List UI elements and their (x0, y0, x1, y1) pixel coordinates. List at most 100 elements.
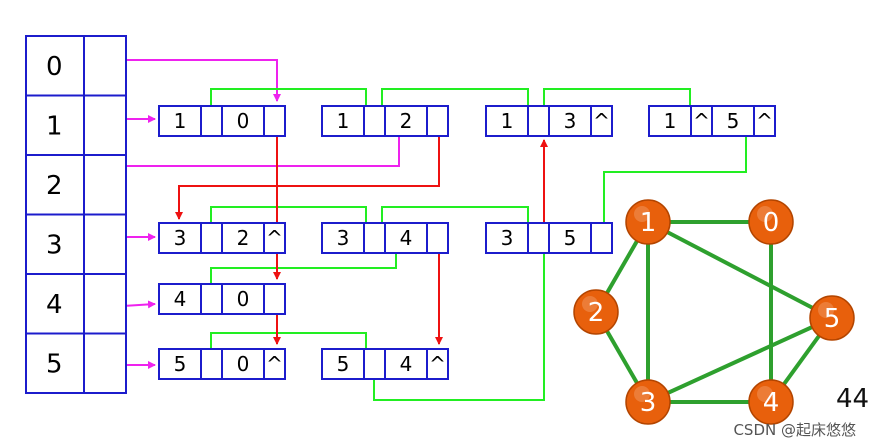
jlink-cell (426, 105, 449, 137)
jlink-cell (426, 222, 449, 254)
ilink-cell (527, 222, 550, 254)
graph-vertex-0: 0 (748, 199, 794, 245)
graph-vertex-label: 4 (763, 388, 780, 418)
jvex-cell-text: 0 (237, 109, 250, 133)
ilink-3-b (381, 206, 529, 223)
ivex-cell (158, 348, 202, 380)
jlink-cell-text: ^ (266, 226, 283, 250)
graph-vertex-label: 0 (763, 208, 780, 238)
jvex-cell (221, 222, 265, 254)
vertex-label: 2 (46, 171, 63, 201)
edge-node-1-5: 1^5^ (648, 105, 776, 137)
jvex-cell-text: 4 (400, 226, 413, 250)
firstedge-cell (83, 332, 127, 394)
ivex-cell-text: 3 (501, 226, 514, 250)
graph-edge-3-5 (647, 316, 833, 404)
jlink-cell (263, 283, 286, 315)
ivex-cell-text: 5 (174, 352, 187, 376)
jlink-12 (175, 135, 440, 220)
jvex-cell (384, 222, 428, 254)
vertex-label: 3 (46, 230, 63, 260)
jlink-cell (590, 105, 613, 137)
ivex-cell-text: 4 (174, 287, 187, 311)
graph-vertex-1: 1 (625, 199, 671, 245)
vertex-cell (25, 332, 85, 394)
jvex-cell-text: 0 (237, 352, 250, 376)
ivex-cell-text: 1 (174, 109, 187, 133)
jlink-54 (373, 253, 545, 401)
edge-node-1-3: 1 3 ^ (485, 105, 613, 137)
jvex-cell (548, 222, 592, 254)
vertex-table-row-3: 3 (25, 213, 127, 275)
jvex-cell (221, 348, 265, 380)
page-number: 44 (836, 384, 870, 414)
graph-vertex-label: 2 (588, 298, 605, 328)
jlink-cell-text: ^ (266, 352, 283, 376)
graph-vertex-label: 3 (640, 388, 657, 418)
ilink-cell (200, 105, 223, 137)
ilink-5-to-35 (603, 135, 747, 223)
vertex-table-row-1: 1 (25, 94, 127, 156)
graph-vertex-3: 3 (625, 379, 671, 425)
ivex-cell (158, 283, 202, 315)
ilink-cell (200, 283, 223, 315)
jlink-cell (263, 348, 286, 380)
vertex-table-row-2: 2 (25, 154, 127, 216)
ilink-cell (527, 105, 550, 137)
vertex-table-row-0: 0 (25, 35, 127, 97)
ivex-cell-text: 5 (337, 352, 350, 376)
ilink-cell (363, 105, 386, 137)
vertex-cell (25, 154, 85, 216)
ivex-cell-text: 1 (501, 109, 514, 133)
jvex-cell-text: 2 (400, 109, 413, 133)
ivex-cell-text: 3 (174, 226, 187, 250)
graph-edge-1-5 (647, 220, 833, 320)
ilink-cell (200, 348, 223, 380)
firstedge-link-2 (100, 135, 400, 167)
ilink-1-c (543, 88, 691, 106)
ilink-1-b (381, 88, 529, 106)
jlink-cell (590, 222, 613, 254)
vertex-cell (25, 94, 85, 156)
graph-vertex-2: 2 (573, 289, 619, 335)
jvex-cell-text: 5 (564, 226, 577, 250)
edge-node-5-4: 5 4 ^ (321, 348, 449, 380)
graph-vertex-label: 5 (824, 304, 841, 334)
firstedge-cell (83, 35, 127, 97)
ilink-cell (363, 222, 386, 254)
graph-drawing: 0 1 2 3 4 5 (573, 199, 855, 425)
jvex-cell (384, 105, 428, 137)
graph-vertex-4: 4 (748, 379, 794, 425)
jlink-cell-text: ^ (429, 352, 446, 376)
graph-vertex-5: 5 (809, 295, 855, 341)
ilink-cell (200, 222, 223, 254)
vertex-table-row-5: 5 (25, 332, 127, 394)
jlink-cell (263, 105, 286, 137)
graph-vertex-label: 1 (640, 208, 657, 238)
vertex-label: 0 (46, 52, 63, 82)
vertex-label: 4 (46, 290, 63, 320)
vertex-table: 0 1 2 3 4 5 (25, 35, 127, 394)
jlink-cell-text: ^ (756, 109, 773, 133)
firstedge-link-0 (114, 59, 281, 102)
ivex-cell (648, 105, 692, 137)
vertex-table-row-4: 4 (25, 273, 127, 335)
jlink-cell-text: ^ (593, 109, 610, 133)
watermark: CSDN @起床悠悠 (733, 421, 856, 439)
firstedge-cell (83, 94, 127, 156)
firstedge-cell (83, 154, 127, 216)
jvex-cell-text: 4 (400, 352, 413, 376)
firstedge-cell (83, 213, 127, 275)
jvex-cell-text: 0 (237, 287, 250, 311)
ivex-cell-text: 1 (337, 109, 350, 133)
jvex-cell-text: 3 (564, 109, 577, 133)
jvex-cell (221, 283, 265, 315)
